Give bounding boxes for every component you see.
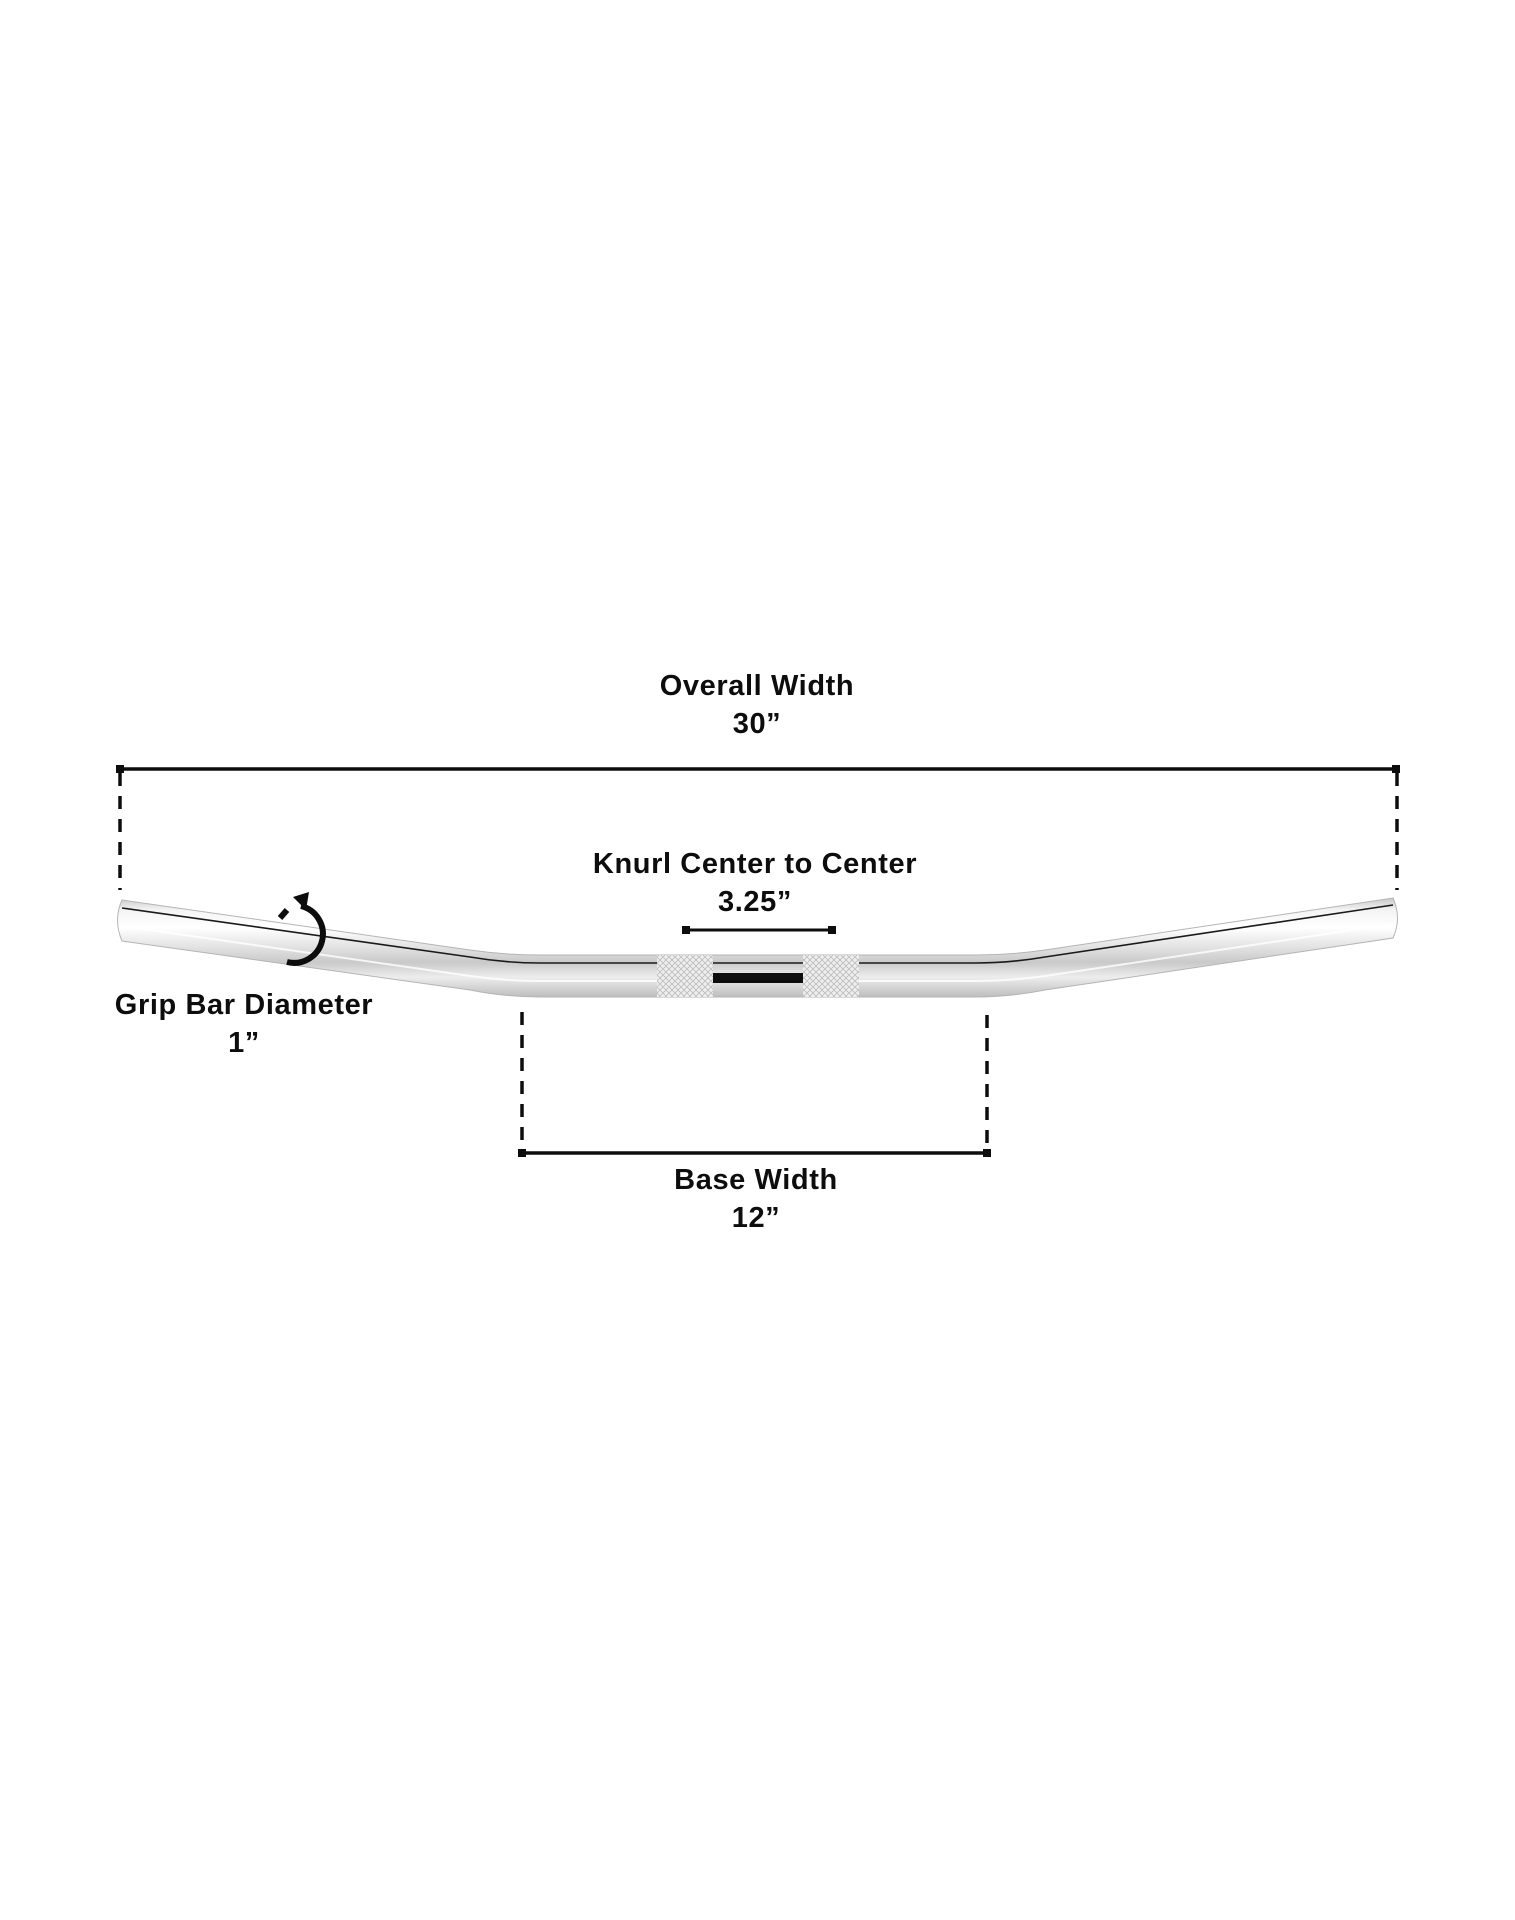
knurl-center-label: Knurl Center to Center 3.25” [593, 850, 917, 917]
knurl-right [803, 955, 859, 997]
overall-width-value: 30” [732, 708, 782, 740]
knurl-center-dimension [682, 926, 836, 934]
base-width-label: Base Width 12” [674, 1166, 838, 1233]
base-width-dimension [518, 1012, 991, 1157]
overall-width-title: Overall Width [659, 670, 855, 702]
knurl-center-value: 3.25” [718, 886, 792, 918]
rotate-arrow-icon [277, 892, 326, 966]
base-width-value: 12” [731, 1202, 781, 1234]
grip-diameter-title: Grip Bar Diameter [114, 989, 374, 1021]
knurl-center-title: Knurl Center to Center [592, 848, 918, 880]
grip-diameter-label: Grip Bar Diameter 1” [115, 991, 373, 1058]
grip-diameter-value: 1” [228, 1027, 260, 1059]
center-slot [713, 973, 803, 983]
overall-width-dimension [116, 765, 1400, 890]
knurl-left [657, 955, 713, 997]
base-width-title: Base Width [674, 1164, 838, 1196]
handlebar-tube [117, 897, 1398, 998]
overall-width-label: Overall Width 30” [660, 672, 854, 739]
